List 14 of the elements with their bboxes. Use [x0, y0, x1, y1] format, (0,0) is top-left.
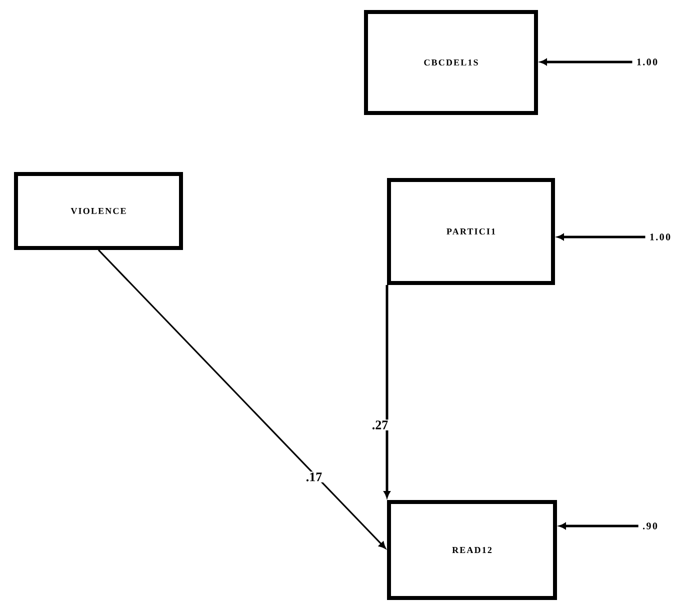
arrow	[384, 284, 390, 498]
edge-label: .17	[304, 472, 324, 482]
variable-box: PARTICI1	[387, 178, 555, 285]
error-value: .90	[643, 522, 658, 530]
arrow	[540, 58, 632, 66]
variable-box: VIOLENCE	[14, 172, 183, 250]
error-value: 1.00	[637, 58, 658, 66]
edge-label: .27	[370, 420, 390, 430]
variable-box: CBCDEL1S	[364, 10, 538, 115]
variable-box: READ12	[387, 500, 557, 600]
arrow	[559, 522, 638, 530]
arrow	[557, 234, 646, 240]
error-value: 1.00	[650, 234, 670, 240]
arrow	[98, 249, 386, 549]
